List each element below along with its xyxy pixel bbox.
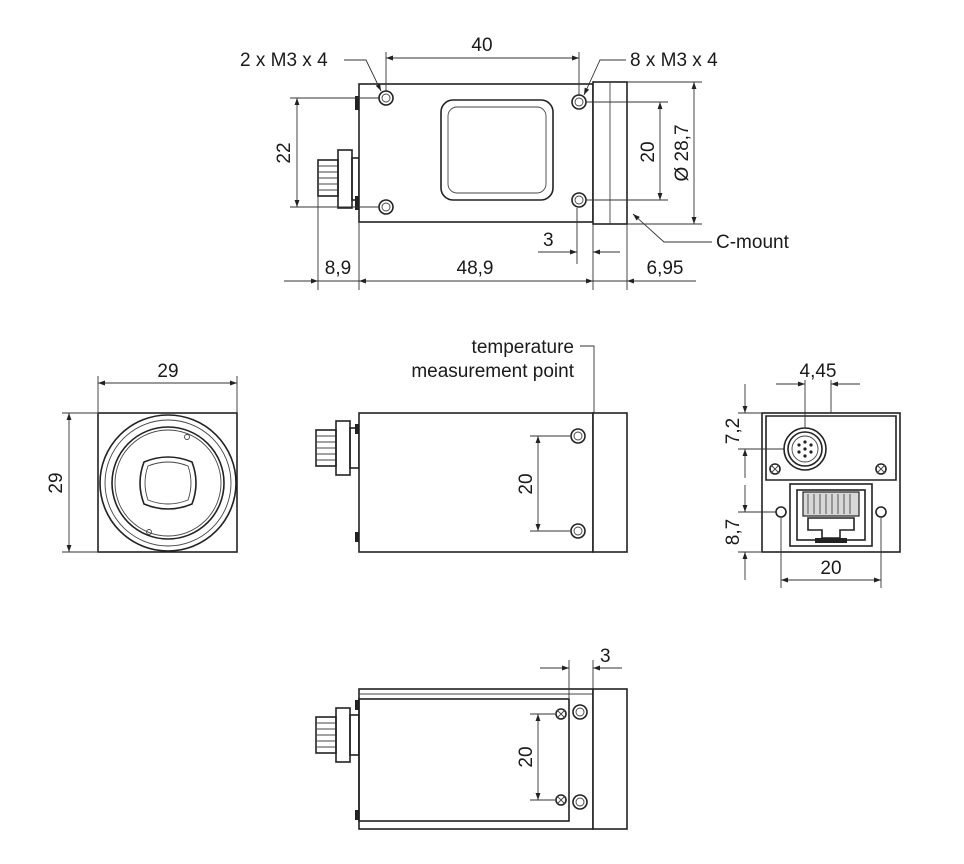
front-view: 29 29 <box>46 361 238 553</box>
temp-label-line2: measurement point <box>411 361 574 382</box>
connector <box>317 149 360 209</box>
connector <box>315 707 360 763</box>
side-view: temperature measurement point 20 <box>315 337 628 553</box>
dim-rear-width: 20 <box>820 558 841 579</box>
temp-label-line1: temperature <box>472 337 574 358</box>
camera-body <box>358 83 594 223</box>
bottom-plate <box>358 698 570 822</box>
top-view: 40 2 x M3 x 4 8 x M3 x 4 22 20 Ø 28,7 C-… <box>240 35 790 290</box>
dim-lower: 8,7 <box>723 519 744 545</box>
rear-view: 4,45 7,2 8,7 20 <box>723 361 901 588</box>
dim-connector: 8,9 <box>325 258 351 279</box>
dim-body-length: 48,9 <box>457 258 494 279</box>
connector <box>315 420 360 476</box>
callout-right-screws: 8 x M3 x 4 <box>630 50 718 71</box>
dim-bottom-holes: 20 <box>516 746 537 767</box>
sensor <box>139 456 197 510</box>
dim-holes-20: 20 <box>638 141 659 162</box>
dim-3-top: 3 <box>543 230 554 251</box>
dim-connector-offset: 4,45 <box>800 361 837 382</box>
bottom-flange <box>592 688 628 830</box>
dim-3-bottom: 3 <box>600 646 611 667</box>
side-flange <box>592 412 628 553</box>
dim-diameter: Ø 28,7 <box>672 124 693 181</box>
dim-front-width: 29 <box>157 361 178 382</box>
dim-upper: 7,2 <box>723 418 744 444</box>
rear-body <box>761 412 901 553</box>
dim-front-height: 29 <box>46 472 67 493</box>
dim-width-40: 40 <box>471 35 492 56</box>
front-body <box>97 412 238 553</box>
dim-side-holes: 20 <box>516 473 537 494</box>
bottom-body <box>358 688 594 830</box>
c-mount-label: C-mount <box>716 232 790 253</box>
callout-left-screws: 2 x M3 x 4 <box>240 50 328 71</box>
ethernet-port <box>789 483 873 547</box>
dim-flange: 6,95 <box>647 258 684 279</box>
sensor-window <box>440 99 554 201</box>
bottom-view: 3 20 <box>315 646 628 830</box>
dim-height-22: 22 <box>274 142 295 163</box>
